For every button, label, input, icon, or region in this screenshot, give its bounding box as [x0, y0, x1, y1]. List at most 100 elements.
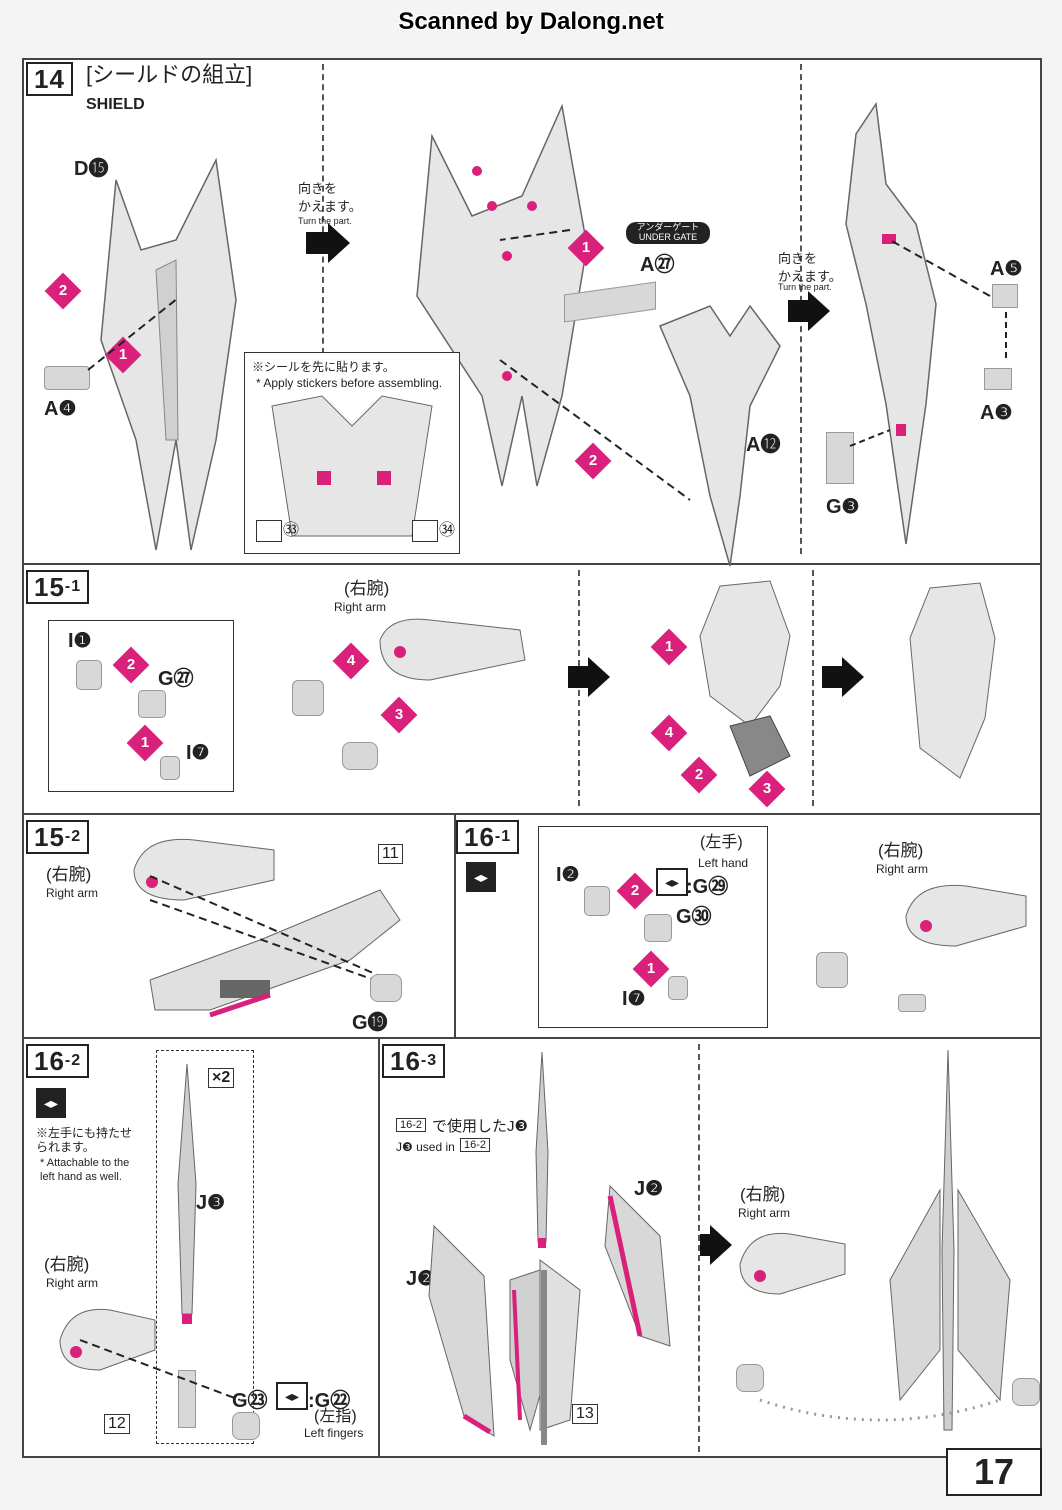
- part-a5: [992, 284, 1018, 308]
- flow-arrow: [700, 1234, 710, 1256]
- part-a3: [984, 368, 1012, 390]
- sticker-label: ㉝: [283, 522, 300, 539]
- scanner-credit: Scanned by Dalong.net: [398, 8, 664, 35]
- hand-part: [370, 974, 402, 1002]
- divider: [454, 813, 456, 1037]
- flow-arrow-head: [588, 657, 610, 697]
- right-arm-label-en: Right arm: [738, 1206, 791, 1220]
- sticker-illustration: [271, 395, 433, 537]
- part-label: J❷: [406, 1268, 436, 1290]
- right-arm-label-en: Right arm: [46, 1276, 99, 1290]
- sword-j3-illustration: [177, 1063, 197, 1324]
- step-marker-3: 3: [380, 696, 418, 734]
- part-g27: [138, 690, 166, 718]
- right-arm-label-jp: (右腕): [46, 865, 92, 884]
- swap-hand-icon: ◂▸: [276, 1382, 308, 1410]
- right-arm-label-jp: (右腕): [344, 579, 390, 598]
- left-hand-label-en: Left hand: [698, 856, 749, 870]
- part-label: I❼: [622, 988, 646, 1010]
- page-number: 17: [946, 1448, 1042, 1496]
- step-ref: 16-2: [396, 1118, 427, 1132]
- divider: [378, 1037, 380, 1458]
- sticker-note-jp: ※シールを先に貼ります。: [252, 360, 395, 374]
- part-label: G⓳: [352, 1012, 388, 1034]
- part-a12-illustration: [659, 304, 781, 567]
- shield-front-illustration: [100, 157, 237, 551]
- used-note-jp: で使用したJ❸: [432, 1118, 528, 1135]
- swap-hand-icon: ◂▸: [466, 862, 496, 892]
- sticker-label: ㉞: [439, 522, 456, 539]
- step-marker-4: 4: [332, 642, 370, 680]
- part-g30: [644, 914, 672, 942]
- dotted-arc-arrow: [759, 1398, 1001, 1422]
- shield-side-illustration: [845, 101, 937, 545]
- right-arm-label-jp: (右腕): [44, 1255, 90, 1274]
- sword-callout: [156, 1050, 254, 1444]
- flow-arrow: [822, 666, 842, 688]
- wing-j2-left-illustration: [428, 1224, 495, 1437]
- step-marker-4: 4: [650, 714, 688, 752]
- dashed-arrow: [87, 297, 179, 371]
- wing-j2-right-illustration: [604, 1184, 671, 1347]
- dashed-arrow: [499, 229, 691, 501]
- dashed-arrow: [149, 875, 381, 983]
- step-ref: 16-2: [460, 1138, 491, 1152]
- turn-note-jp: 向きを かえます。: [298, 181, 362, 214]
- step-number: 16-3: [382, 1044, 446, 1078]
- part-label: A❹: [44, 398, 77, 420]
- part-box-number: 12: [104, 1414, 130, 1434]
- divider: [22, 1037, 1042, 1039]
- dashed-arrow: [849, 239, 1007, 447]
- turn-note-en: Turn the part.: [778, 282, 832, 292]
- part-a4: [44, 366, 90, 390]
- divider: [812, 570, 814, 806]
- part-label: G㉓: [232, 1390, 268, 1412]
- right-arm-label-en: Right arm: [334, 600, 387, 614]
- wings-assembled-illustration: [889, 1049, 1011, 1431]
- part-label: A❸: [980, 402, 1013, 424]
- step-number: 15-2: [26, 820, 90, 854]
- right-arm-illustration: [739, 1232, 846, 1295]
- hand-part: [342, 742, 378, 770]
- part-i7: [668, 976, 688, 1000]
- right-arm-illustration: [905, 884, 1027, 947]
- sword-j3-illustration: [535, 1051, 549, 1248]
- part-box-number: 11: [378, 844, 403, 864]
- dashed-arrow: [79, 1339, 241, 1401]
- step-marker-2: 2: [44, 272, 82, 310]
- part-box-number: 13: [572, 1404, 598, 1424]
- part-label: :G㉙: [686, 876, 729, 898]
- turn-note-en: Turn the part.: [298, 216, 352, 226]
- sword-hilt: [178, 1370, 196, 1428]
- swap-hand-icon: ◂▸: [36, 1088, 66, 1118]
- left-fingers-label-en: Left fingers: [304, 1426, 364, 1440]
- left-hand-label-jp: (左手): [700, 834, 743, 851]
- right-arm-label-jp: (右腕): [878, 841, 924, 860]
- part-label: I❷: [556, 864, 580, 886]
- swap-hand-icon: ◂▸: [656, 868, 688, 896]
- flow-arrow-head: [710, 1225, 732, 1265]
- part-label: G❸: [826, 496, 860, 518]
- subassembly: [816, 952, 848, 988]
- flow-arrow: [788, 300, 808, 322]
- divider: [578, 570, 580, 806]
- flow-arrow-head: [328, 223, 350, 263]
- right-arm-label-jp: (右腕): [740, 1185, 786, 1204]
- step-marker-2: 2: [112, 646, 150, 684]
- sticker-note-en: * Apply stickers before assembling.: [256, 376, 443, 390]
- part-label: I❼: [186, 742, 210, 764]
- part-label: J❷: [634, 1178, 664, 1200]
- step-marker-1: 1: [650, 628, 688, 666]
- note-en: * Attachable to the left hand as well.: [40, 1157, 130, 1183]
- part-label: A⓬: [746, 434, 781, 456]
- hand-part: [736, 1364, 764, 1392]
- flow-arrow: [306, 232, 328, 254]
- part-label: G㉚: [676, 906, 712, 928]
- part-label: J❸: [196, 1192, 226, 1214]
- part-label: A❺: [990, 258, 1023, 280]
- part-i2: [584, 886, 610, 916]
- right-arm-label-en: Right arm: [46, 886, 99, 900]
- subassembly: [292, 680, 324, 716]
- sticker-33: [256, 520, 282, 542]
